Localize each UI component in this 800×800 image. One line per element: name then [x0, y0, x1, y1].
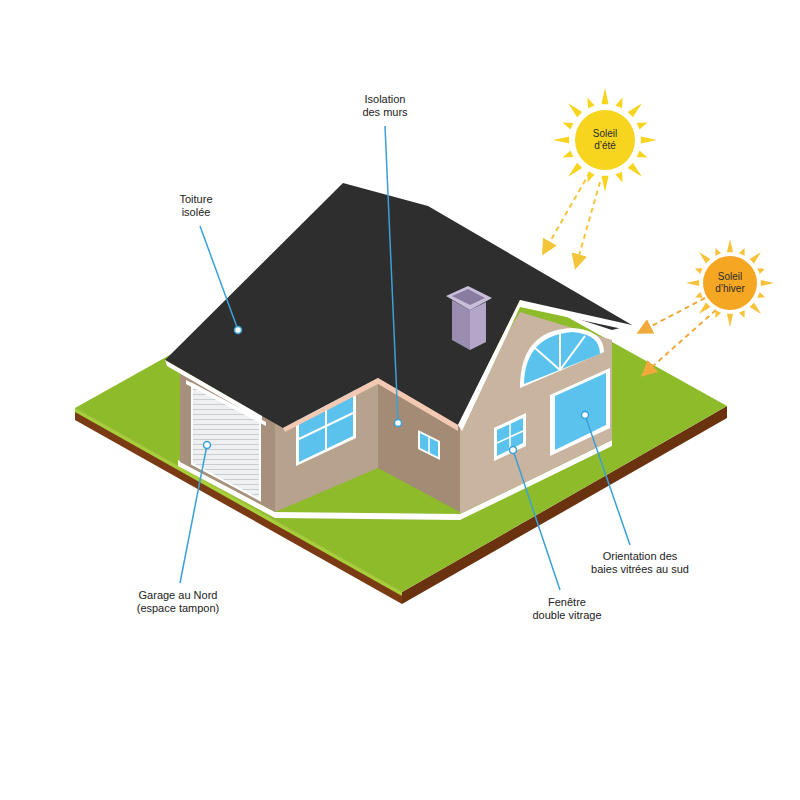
sun-spike — [715, 310, 721, 318]
winter-ray — [644, 310, 716, 374]
sun-spike — [727, 314, 733, 327]
sun-circle: Soleil d’été — [575, 110, 635, 170]
sun-spike — [686, 280, 699, 286]
sun-spike — [628, 163, 642, 177]
sun-spike — [637, 150, 648, 157]
sun-spike — [715, 248, 721, 256]
window-frame — [494, 413, 526, 461]
callout-label: Orientation des baies vitrées au sud — [590, 550, 691, 576]
sun-spike — [695, 292, 703, 298]
gable-trim — [458, 300, 632, 431]
sun-spikes — [553, 88, 774, 327]
sun-spike — [553, 136, 569, 143]
sun-spike — [628, 103, 642, 117]
sun-label: Soleil d’hiver — [708, 271, 752, 295]
bay-window-frame — [550, 368, 610, 456]
sun-spike — [641, 136, 657, 143]
sun-spike — [695, 268, 703, 274]
leader-lines — [180, 126, 630, 590]
sun-spike — [615, 172, 622, 183]
sun-spike — [739, 248, 745, 256]
callout-label: Isolation des murs — [359, 93, 411, 119]
sun-spike — [637, 122, 648, 129]
sun-spike — [568, 163, 582, 177]
sun-spike — [761, 280, 774, 286]
leader-dots — [204, 327, 589, 454]
sun-spike — [587, 98, 594, 109]
sun-spike — [563, 122, 574, 129]
sun-spike — [563, 150, 574, 157]
summer-ray — [576, 182, 600, 266]
sun-spike — [699, 303, 711, 315]
sun-spike — [615, 98, 622, 109]
summer-ray — [544, 172, 590, 252]
sun-circle: Soleil d’hiver — [703, 256, 757, 310]
sun-spike — [601, 88, 608, 104]
sun-label: Soleil d’été — [583, 128, 627, 152]
sun-spike — [568, 103, 582, 117]
winter-ray — [640, 298, 705, 332]
sun-spike — [727, 239, 733, 252]
bay-window-glass — [555, 373, 606, 450]
callout-label: Garage au Nord (espace tampon) — [134, 589, 222, 615]
sun-spike — [750, 252, 762, 264]
sun-spike — [757, 268, 765, 274]
sun-spike — [750, 303, 762, 315]
sun-spike — [757, 292, 765, 298]
fascia — [283, 378, 378, 432]
callout-label: Fenêtre double vitrage — [532, 596, 603, 622]
small-window — [418, 430, 440, 460]
callout-label: Toiture isolée — [175, 193, 217, 219]
sun-spike — [587, 172, 594, 183]
sun-spike — [739, 310, 745, 318]
sun-spike — [699, 252, 711, 264]
sun-spike — [601, 176, 608, 192]
